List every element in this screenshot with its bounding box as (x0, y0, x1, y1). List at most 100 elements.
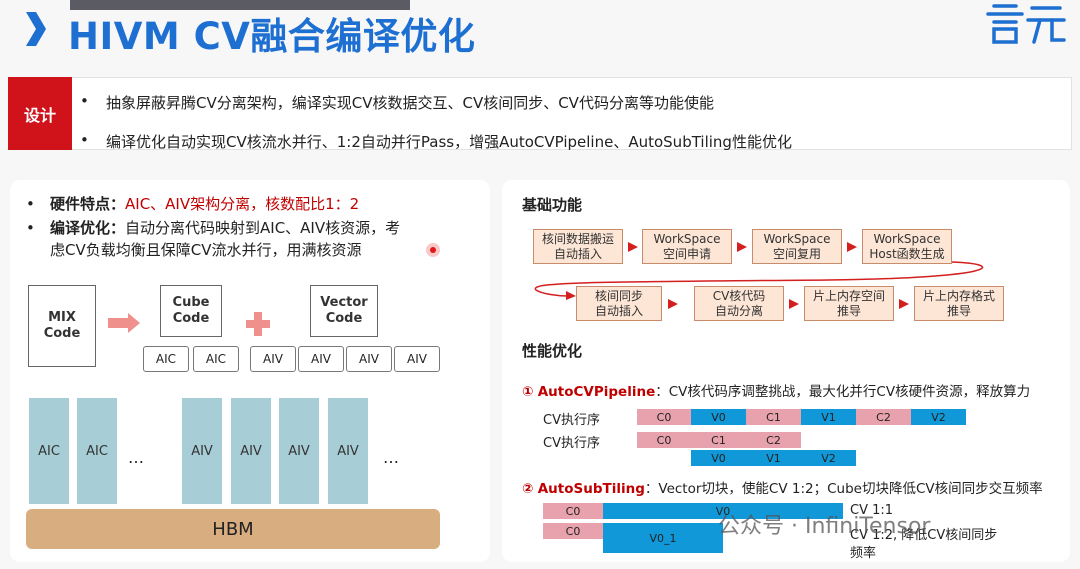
hardware-feature: 硬件特点：AIC、AIV架构分离，核数配比1：2 (50, 193, 359, 215)
legend-cv-1-2: CV 1:2, 降低CV核间同步 (850, 528, 998, 543)
compile-opt-line2: 虑CV负载均衡且保障CV流水并行，用满核资源 (50, 241, 362, 259)
arrow-right-icon (789, 299, 799, 309)
flow-step: 核间同步自动插入 (576, 286, 662, 321)
arrow-right-icon (108, 313, 140, 333)
legend-cv-1-2-cont: 频率 (850, 546, 877, 561)
aic-core: AIC (143, 346, 189, 372)
doc-line: Code (172, 311, 210, 326)
design-bullet-1: 抽象屏蔽昇腾CV分离架构，编译实现CV核数据交互、CV核间同步、CV代码分离等功… (106, 94, 714, 112)
design-section (8, 77, 1072, 150)
hardware-text: AIC、AIV架构分离，核数配比1：2 (125, 195, 360, 213)
flow-line: CV核代码 (712, 288, 766, 303)
flow-line: 核间同步 (594, 288, 643, 303)
vector-seg: V0_1 (603, 523, 723, 553)
flow-line: 推导 (836, 303, 861, 318)
perf-opt-title: 性能优化 (522, 342, 583, 360)
flow-step: 片上内存空间推导 (804, 286, 894, 321)
hbm-bar: HBM (26, 509, 440, 549)
design-bullet-2: 编译优化自动实现CV核流水并行、1:2自动并行Pass，增强AutoCVPipe… (106, 133, 792, 151)
doc-line: Code (43, 326, 81, 341)
watermark: 公众号 · InfiniTensor (718, 514, 931, 539)
vector-seg: V1 (746, 450, 801, 466)
ellipsis: … (128, 448, 144, 467)
design-tag: 设计 (8, 77, 72, 150)
ellipsis: … (383, 448, 399, 467)
flow-line: WorkSpace (653, 231, 721, 246)
bullet-dot: • (26, 219, 35, 237)
flow-line: 空间复用 (772, 246, 821, 261)
aiv-core: AIV (394, 346, 440, 372)
auto-subtiling-desc: ：Vector切块，使能CV 1:2；Cube切块降低CV核间同步交互频率 (644, 481, 1043, 497)
auto-cv-pipeline-line: ① AutoCVPipeline：CV核代码序调整挑战，最大化并行CV核硬件资源… (522, 380, 1030, 400)
auto-cv-pipeline-desc: ：CV核代码序调整挑战，最大化并行CV核硬件资源，释放算力 (655, 384, 1031, 400)
arrow-right-icon (737, 242, 747, 252)
cube-seg: C0 (543, 503, 603, 519)
doc-line: Cube (172, 295, 210, 310)
auto-cv-pipeline-name: AutoCVPipeline (537, 384, 656, 400)
bullet-dot: • (80, 92, 89, 110)
cube-seg: C0 (637, 409, 691, 425)
cube-seg: C1 (746, 409, 801, 425)
arrow-right-icon (899, 299, 909, 309)
bullet-dot: • (26, 195, 35, 213)
flow-step: 核间数据搬运自动插入 (533, 229, 623, 264)
step-number: ② (522, 481, 534, 497)
wrap-arrow-icon (534, 261, 984, 300)
aiv-core: AIV (250, 346, 296, 372)
xinyuan-logo-icon (986, 4, 1066, 44)
arrow-right-icon (668, 299, 678, 309)
aiv-column: AIV (182, 398, 222, 504)
hardware-label: 硬件特点： (50, 195, 126, 213)
page-title: HIVM CV融合编译优化 (68, 15, 476, 58)
flow-step: CV核代码自动分离 (694, 286, 784, 321)
aiv-core: AIV (298, 346, 344, 372)
cube-seg: C0 (637, 432, 691, 448)
flow-line: Host函数生成 (869, 246, 945, 261)
cube-seg: C1 (691, 432, 746, 448)
vector-seg: V0 (691, 409, 746, 425)
flow-line: 片上内存空间 (812, 288, 885, 303)
seq-label: CV执行序 (543, 436, 600, 451)
vector-seg: V1 (801, 409, 856, 425)
compile-opt-label: 编译优化： (50, 219, 126, 237)
pointer-dot-icon (426, 243, 440, 257)
aiv-column: AIV (279, 398, 319, 504)
seq-label: CV执行序 (543, 413, 600, 428)
compile-opt-line1: 编译优化：自动分离代码映射到AIC、AIV核资源，考 (50, 217, 400, 239)
arrow-right-icon (847, 242, 857, 252)
flow-line: 自动分离 (714, 303, 763, 318)
auto-subtiling-line: ② AutoSubTiling：Vector切块，使能CV 1:2；Cube切块… (522, 477, 1043, 497)
doc-line: MIX (48, 310, 76, 325)
vector-seg: V2 (911, 409, 966, 425)
flow-line: 自动插入 (594, 303, 643, 318)
aic-column: AIC (29, 398, 69, 504)
aiv-column: AIV (231, 398, 271, 504)
step-number: ① (522, 384, 534, 400)
cube-seg: C2 (746, 432, 801, 448)
basic-features-title: 基础功能 (522, 196, 583, 214)
cube-seg: C0 (543, 523, 603, 539)
doc-line: Code (325, 311, 363, 326)
flow-line: WorkSpace (873, 231, 941, 246)
auto-subtiling-name: AutoSubTiling (537, 481, 645, 497)
legend-cv-1-1: CV 1:1 (850, 503, 894, 518)
compile-opt-text: 自动分离代码映射到AIC、AIV核资源，考 (125, 219, 401, 237)
flow-step: 片上内存格式推导 (914, 286, 1004, 321)
vector-seg: V0 (603, 503, 843, 519)
flow-line: WorkSpace (763, 231, 831, 246)
aic-column: AIC (77, 398, 117, 504)
flow-line: 片上内存格式 (922, 288, 995, 303)
cube-seg: C2 (856, 409, 911, 425)
flow-line: 推导 (946, 303, 971, 318)
aiv-column: AIV (328, 398, 368, 504)
aiv-core: AIV (346, 346, 392, 372)
flow-line: 自动插入 (553, 246, 602, 261)
vector-seg: V2 (801, 450, 856, 466)
aic-core: AIC (193, 346, 239, 372)
